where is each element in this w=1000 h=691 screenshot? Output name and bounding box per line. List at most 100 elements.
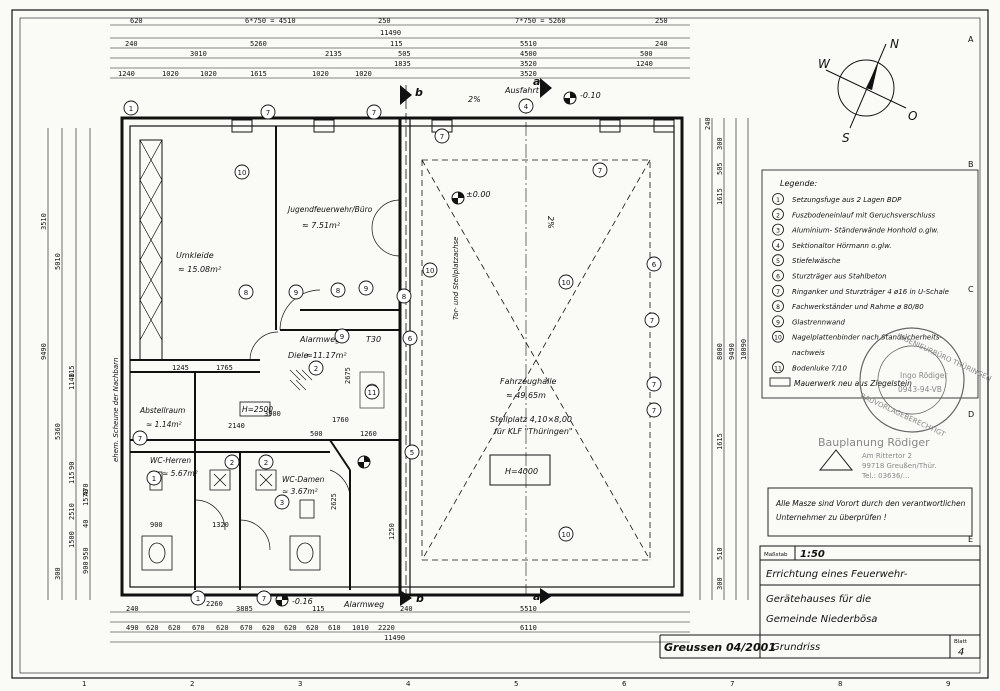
stellplatz-line2: für KLF "Thüringen" bbox=[494, 427, 573, 436]
callout-bubble: 2 bbox=[224, 454, 240, 470]
callout-bubble: 7 bbox=[256, 590, 272, 606]
frame-number: 7 bbox=[730, 680, 734, 688]
dim-top-1020c: 1020 bbox=[312, 70, 329, 78]
dim-right: 505 bbox=[716, 162, 724, 175]
slope-2pct-a: 2% bbox=[468, 95, 481, 104]
svg-text:2: 2 bbox=[230, 459, 234, 467]
dim-top-1020d: 1020 bbox=[355, 70, 372, 78]
sheet-border bbox=[11, 9, 989, 679]
slope-2pct-b: 2% bbox=[546, 216, 555, 229]
room-height-2500: H=2500 bbox=[242, 405, 273, 414]
callout-bubble: 6 bbox=[402, 330, 418, 346]
svg-text:10: 10 bbox=[238, 169, 247, 177]
dim-top-1020b: 1020 bbox=[200, 70, 217, 78]
stellplatz-line1: Stellplatz 4,10×8,00 bbox=[490, 415, 572, 424]
svg-text:1: 1 bbox=[196, 595, 200, 603]
dim-left: 9490 bbox=[40, 343, 48, 360]
dim-1760: 1760 bbox=[332, 416, 349, 424]
section-b-bottom: b bbox=[416, 592, 424, 605]
legend-mauerwerk: Mauerwerk neu aus Ziegelstein bbox=[794, 379, 912, 388]
callout-bubble: 7 bbox=[132, 430, 148, 446]
svg-text:9: 9 bbox=[776, 319, 780, 326]
svg-text:7: 7 bbox=[652, 381, 656, 389]
svg-text:Sturzträger aus Stahlbeton: Sturzträger aus Stahlbeton bbox=[792, 273, 887, 281]
dim-1260: 1260 bbox=[360, 430, 377, 438]
callout-bubble: 10 bbox=[234, 164, 250, 180]
dim-bottom: 670 bbox=[240, 624, 253, 632]
svg-text:Stiefelwäsche: Stiefelwäsche bbox=[792, 257, 840, 265]
svg-text:1: 1 bbox=[152, 475, 156, 483]
dim-top-5260b: 5260 bbox=[250, 40, 267, 48]
dim-bottom-3885: 3885 bbox=[236, 605, 253, 613]
callout-bubble: 9 bbox=[358, 280, 374, 296]
dim-right: 1615 bbox=[716, 433, 724, 450]
top-dimension-lines bbox=[110, 24, 690, 79]
svg-text:10: 10 bbox=[774, 335, 782, 342]
frame-letter: B bbox=[968, 160, 974, 169]
north-n: N bbox=[890, 37, 899, 51]
firm-line2: 99718 Greußen/Thür. bbox=[862, 462, 937, 470]
callout-bubble: 7 bbox=[592, 162, 608, 178]
section-b-top: b bbox=[415, 86, 423, 99]
dim-top-4510: 6*750 = 4510 bbox=[245, 17, 296, 25]
svg-text:10: 10 bbox=[426, 267, 435, 275]
svg-text:7: 7 bbox=[598, 167, 602, 175]
callout-bubble: 8 bbox=[396, 288, 412, 304]
frame-number: 2 bbox=[190, 680, 194, 688]
svg-text:8: 8 bbox=[776, 304, 780, 311]
svg-text:8: 8 bbox=[402, 293, 406, 301]
callout-bubble: 11 bbox=[364, 384, 380, 400]
callout-bubble: 3 bbox=[274, 494, 290, 510]
title-sheet-number: 4 bbox=[958, 647, 964, 658]
alarmweg-label: Alarmweg bbox=[299, 335, 340, 344]
dim-bottom: 620 bbox=[146, 624, 159, 632]
svg-text:4: 4 bbox=[524, 103, 529, 111]
dim-bottom: 620 bbox=[168, 624, 181, 632]
bottom-dimension-lines bbox=[110, 611, 690, 643]
dim-bottom-11490: 11490 bbox=[384, 634, 405, 642]
title-line2: Gerätehauses für die bbox=[766, 594, 871, 605]
section-a-top: a bbox=[533, 75, 540, 88]
svg-text:3: 3 bbox=[776, 228, 780, 235]
north-arrow bbox=[825, 43, 907, 129]
frame-number: 3 bbox=[298, 680, 302, 688]
legend-mauerwerk-swatch bbox=[769, 377, 791, 387]
dim-top-3520b: 3520 bbox=[520, 70, 537, 78]
callout-bubble: 1 bbox=[146, 470, 162, 486]
dim-bottom-240a: 240 bbox=[126, 605, 139, 613]
dim-bottom: 620 bbox=[306, 624, 319, 632]
dim-top-3520a: 3520 bbox=[520, 60, 537, 68]
left-dimension-texts: 3510501094905360114011590115251015009509… bbox=[40, 213, 90, 580]
legend-box bbox=[761, 169, 979, 399]
dim-left: 470 bbox=[82, 483, 90, 496]
svg-text:7: 7 bbox=[440, 133, 444, 141]
room-wc-damen-area: ≈ 3.67m² bbox=[282, 487, 318, 496]
room-jugend-name: Jugendfeuerwehr/Büro bbox=[286, 205, 373, 214]
svg-text:7: 7 bbox=[650, 317, 654, 325]
firm-name: Bauplanung Rödiger bbox=[818, 436, 930, 449]
room-abstell-area: ≈ 1.14m² bbox=[146, 420, 182, 429]
firm-line1: Am Rittertor 2 bbox=[862, 452, 912, 460]
dim-bottom: 2220 bbox=[378, 624, 395, 632]
title-scale: 1:50 bbox=[800, 549, 825, 560]
stamp-ring-bottom: BAUVORLAGEBERECHTIGT bbox=[859, 392, 947, 439]
dim-1250: 1250 bbox=[388, 523, 396, 540]
callout-bubble: 1 bbox=[123, 100, 139, 116]
svg-text:3: 3 bbox=[280, 499, 284, 507]
title-massstab-label: Maßstab bbox=[764, 552, 788, 558]
dim-top-2135: 2135 bbox=[325, 50, 342, 58]
room-fahrzeughalle-area: ≈ 49.65m bbox=[506, 391, 546, 400]
svg-text:7: 7 bbox=[266, 109, 270, 117]
dim-bottom: 1010 bbox=[352, 624, 369, 632]
stamp-number: 0943-94-VB bbox=[898, 385, 942, 394]
callout-bubble: 7 bbox=[646, 376, 662, 392]
